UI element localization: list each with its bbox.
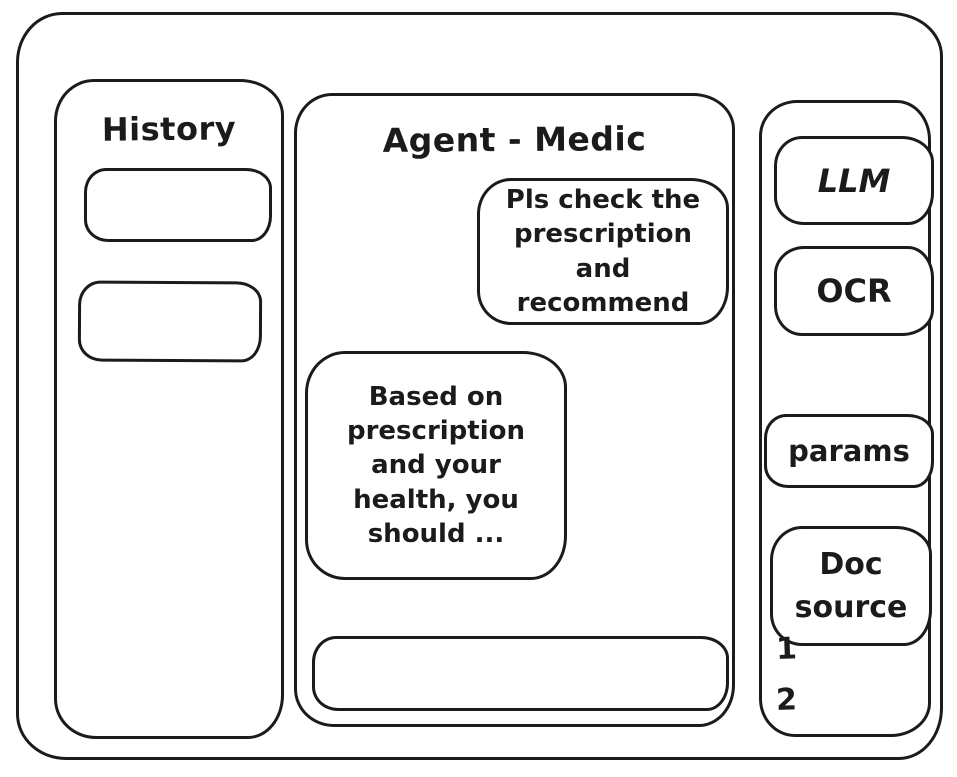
history-title: History: [101, 109, 237, 149]
llm-button[interactable]: LLM: [774, 136, 934, 225]
assistant-message-text: Based on prescription and your health, y…: [346, 381, 525, 549]
doc-source-item-1[interactable]: 1: [775, 631, 798, 668]
assistant-message-bubble: Based on prescription and your health, y…: [305, 351, 567, 580]
chat-title: Agent - Medic: [382, 119, 647, 160]
history-panel: History: [54, 79, 284, 739]
ocr-button[interactable]: OCR: [774, 246, 934, 336]
params-button[interactable]: params: [764, 414, 934, 488]
chat-panel: Agent - Medic Pls check the prescription…: [294, 93, 735, 727]
ocr-button-label: OCR: [816, 272, 892, 310]
params-button-label: params: [788, 434, 910, 468]
llm-button-label: LLM: [817, 161, 891, 200]
app-frame: History Agent - Medic Pls check the pres…: [16, 12, 943, 760]
doc-source-list: 1 2: [775, 631, 836, 719]
tools-panel: LLM OCR params Doc source 1 2: [759, 100, 934, 737]
history-item[interactable]: [77, 280, 263, 363]
chat-input[interactable]: [312, 636, 729, 711]
doc-source-item-2[interactable]: 2: [775, 682, 798, 719]
history-item[interactable]: [84, 168, 272, 242]
user-message-text: Pls check the prescription and recommend: [505, 184, 701, 318]
doc-source-button-label: Doc source: [794, 546, 908, 626]
doc-source-button[interactable]: Doc source: [770, 526, 932, 646]
user-message-bubble: Pls check the prescription and recommend: [477, 178, 729, 325]
